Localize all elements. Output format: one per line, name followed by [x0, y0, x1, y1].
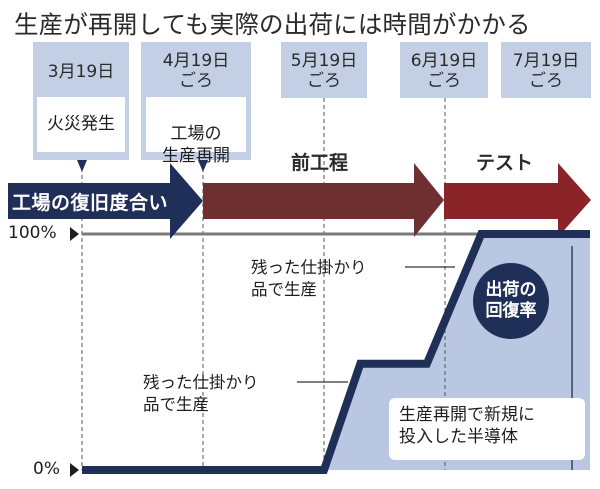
date-label: 5月19日: [290, 51, 358, 71]
approx-label: ごろ: [529, 71, 563, 91]
date-box-jun19: 6月19日 ごろ: [400, 42, 488, 98]
date-box-may19: 5月19日 ごろ: [281, 42, 367, 98]
approx-label: ごろ: [179, 71, 213, 91]
shipment-recovery-badge: 出荷の 回復率: [473, 263, 549, 339]
phase-test-label: テスト: [476, 152, 534, 174]
event-fire: 火災発生: [37, 97, 125, 152]
annotation-line: 生産再開で新規に: [399, 405, 535, 425]
ytick-0: 0%: [33, 459, 60, 479]
annotation-line: 残った仕掛かり: [251, 258, 367, 277]
event-label: 工場の 生産再開: [162, 124, 230, 166]
annotation-line: 残った仕掛かり: [143, 373, 259, 392]
date-label: 7月19日: [512, 51, 580, 71]
date-label: 3月19日: [47, 62, 115, 82]
ytick-100-marker: [70, 227, 79, 241]
recovery-arrow-label: 工場の復旧度合い: [12, 192, 169, 214]
event-label: 火災発生: [47, 114, 115, 134]
annotation-line: 品で生産: [143, 395, 209, 414]
annotation-wip-lower: 残った仕掛かり 品で生産: [143, 372, 259, 416]
chart-title: 生産が再開しても実際の出荷には時間がかかる: [14, 10, 531, 39]
badge-line: 出荷の: [485, 280, 537, 300]
front-process-arrow: [203, 163, 444, 237]
new-wafers-label: 生産再開で新規に 投入した半導体: [389, 398, 585, 460]
pointer-mar19: [77, 160, 87, 172]
pointer-apr19: [198, 160, 208, 172]
approx-label: ごろ: [427, 71, 461, 91]
annotation-line: 品で生産: [251, 280, 317, 299]
badge-line: 回復率: [485, 301, 537, 321]
annotation-wip-upper: 残った仕掛かり 品で生産: [251, 257, 367, 301]
phase-front-process-label: 前工程: [291, 152, 349, 174]
event-restart: 工場の 生産再開: [146, 97, 246, 166]
annotation-line: 投入した半導体: [399, 427, 518, 447]
date-label: 4月19日: [162, 51, 230, 71]
approx-label: ごろ: [307, 71, 341, 91]
ytick-0-marker: [70, 463, 79, 477]
date-box-jul19: 7月19日 ごろ: [501, 42, 591, 98]
date-label: 6月19日: [410, 51, 478, 71]
ytick-100: 100%: [8, 223, 57, 243]
test-arrow: [444, 163, 591, 237]
recovery-arrow: [8, 163, 203, 239]
